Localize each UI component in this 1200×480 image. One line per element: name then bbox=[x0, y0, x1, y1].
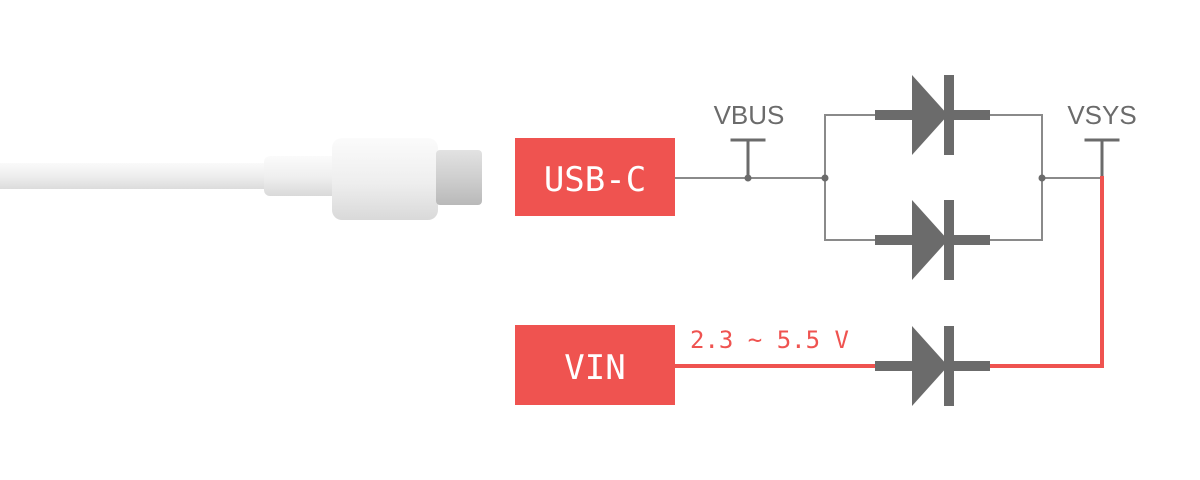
diode-lead-left bbox=[875, 110, 915, 120]
vin-wiring bbox=[673, 176, 1104, 368]
cable-plug-metal bbox=[436, 150, 482, 205]
diode-lead-right bbox=[950, 361, 990, 371]
usb-wiring bbox=[674, 114, 1120, 241]
vbus-label: VBUS bbox=[714, 100, 785, 130]
vin-box: VIN bbox=[515, 325, 675, 405]
diode-top bbox=[875, 75, 990, 155]
diode-lead-left bbox=[875, 361, 915, 371]
diode-triangle bbox=[912, 326, 948, 406]
usb-c-box-label: USB-C bbox=[544, 160, 646, 200]
diode-lead-right bbox=[950, 235, 990, 245]
junction-bridge-left bbox=[821, 174, 829, 182]
usb-c-box-bg bbox=[515, 138, 675, 216]
diode-cathode-bar bbox=[944, 200, 954, 280]
cable-connector-housing bbox=[332, 138, 438, 220]
vin-box-label: VIN bbox=[564, 348, 625, 388]
vin-box-bg bbox=[515, 325, 675, 405]
junction-bridge-right bbox=[1038, 174, 1046, 182]
vsys-label: VSYS bbox=[1067, 100, 1136, 130]
diode-cathode-bar bbox=[944, 326, 954, 406]
diode-lead-right bbox=[950, 110, 990, 120]
diode-triangle bbox=[912, 200, 948, 280]
cable-cord bbox=[0, 163, 270, 189]
diode-bottom bbox=[875, 326, 990, 406]
diode-middle bbox=[875, 200, 990, 280]
diode-lead-left bbox=[875, 235, 915, 245]
diode-triangle bbox=[912, 75, 948, 155]
cable-strain-relief bbox=[264, 156, 338, 196]
usb-c-box: USB-C bbox=[515, 138, 675, 216]
usb-c-cable-icon bbox=[0, 138, 482, 220]
junction-vbus bbox=[744, 174, 752, 182]
wire-diode-to-vsys bbox=[988, 176, 1104, 368]
vin-voltage-range-label: 2.3 ~ 5.5 V bbox=[690, 326, 849, 354]
diode-cathode-bar bbox=[944, 75, 954, 155]
